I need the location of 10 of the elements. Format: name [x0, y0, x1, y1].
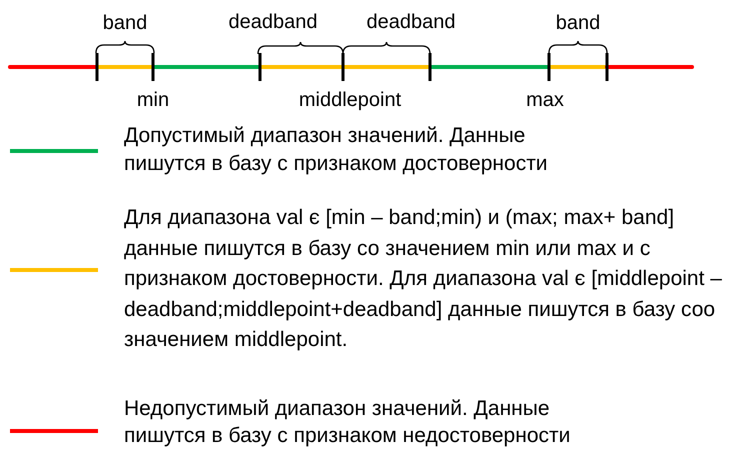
tick-label: middlepoint — [298, 90, 402, 110]
legend-text: Недопустимый диапазон значений. Данные пишутся в базу с признаком недостоверности — [124, 396, 572, 448]
tick-label: min — [136, 90, 170, 110]
tick-label: max — [526, 90, 564, 110]
brace-label: deadband — [228, 12, 318, 32]
brace-label: band — [556, 13, 600, 33]
brace-label: deadband — [366, 12, 456, 32]
brace-label: band — [102, 13, 148, 33]
legend-text: Для диапазона val є [min – band;min) и (max; max+ band] данные пишутся в базу со значением min или max и с признаком достоверности. Для диапазона val є [middlepoint – deadband;middlepoint+deadband] данные пишутся в базу соо значением middlepoint. — [124, 205, 723, 353]
legend-text: Допустимый диапазон значений. Данные пишутся в базу с признаком достоверности — [124, 123, 549, 177]
